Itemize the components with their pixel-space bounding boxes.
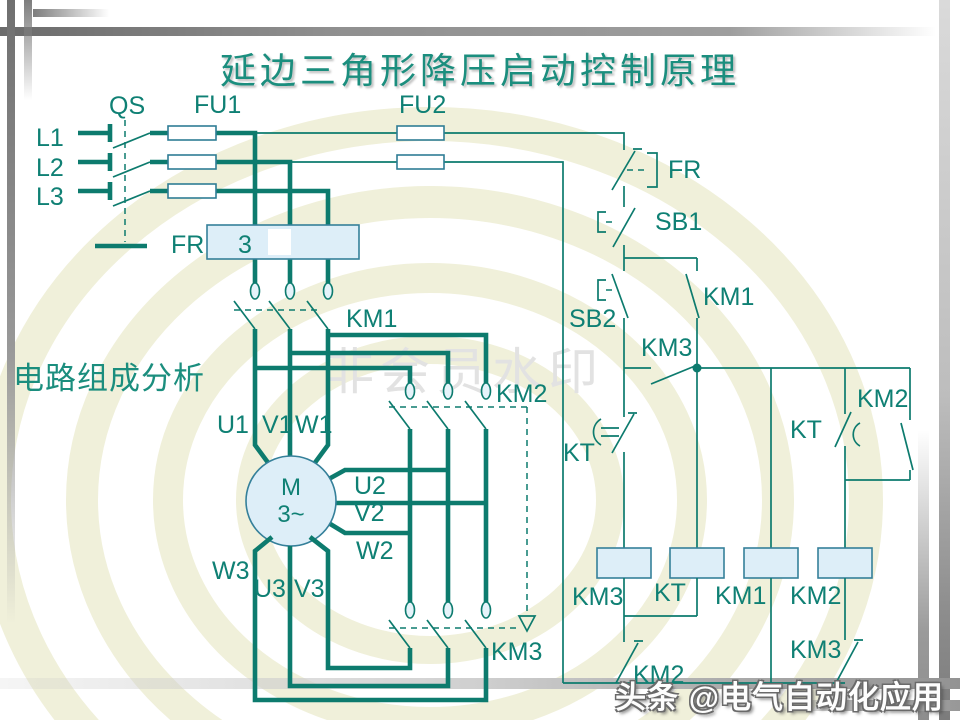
label-fr-ctrl: FR	[668, 156, 701, 184]
coil-km1-icon	[743, 547, 799, 579]
supply-terminals-icon	[78, 124, 113, 200]
label-l3: L3	[36, 183, 64, 211]
label-sb1: SB1	[655, 208, 702, 236]
label-l1: L1	[36, 124, 64, 152]
label-qs: QS	[109, 92, 145, 120]
label-fu2: FU2	[399, 91, 446, 119]
coil-kt-icon	[669, 547, 725, 579]
label-l2: L2	[36, 154, 64, 182]
label-km3-main: KM3	[491, 638, 542, 666]
kt-delayed-no-contact-icon	[834, 368, 861, 548]
label-v3: V3	[294, 575, 325, 603]
label-coil-km2: KM2	[790, 582, 841, 610]
km1-self-hold-contact-icon	[685, 258, 700, 368]
km2-interlock-contact-icon	[615, 640, 643, 684]
coil-km3-icon	[596, 547, 652, 579]
label-coil-kt: KT	[654, 579, 686, 607]
label-kt-right: KT	[790, 416, 822, 444]
sb2-start-button-icon	[597, 258, 629, 368]
label-v1: V1	[262, 411, 293, 439]
label-w1: W1	[295, 411, 333, 439]
page-title: 延边三角形降压启动控制原理	[219, 51, 740, 91]
km1-main-contacts-icon	[233, 282, 334, 330]
km3-nc-contact-icon	[624, 363, 910, 385]
km3-interlock-contact-icon	[836, 578, 863, 682]
fu2-fuse-icons	[396, 125, 445, 170]
fu1-fuse-icons	[167, 125, 217, 199]
label-kt-left: KT	[563, 439, 595, 467]
label-sb2: SB2	[569, 305, 616, 333]
label-km1-aux: KM1	[703, 283, 754, 311]
label-fr-main: FR	[171, 231, 204, 259]
label-km3-nc: KM3	[641, 334, 692, 362]
km3-main-contacts-icon	[388, 601, 537, 649]
coil-km2-icon	[817, 547, 873, 579]
km2-aux-contact-icon	[845, 368, 914, 481]
label-w3: W3	[212, 557, 250, 585]
kt-delayed-nc-contact-icon	[592, 368, 637, 548]
label-coil-km1: KM1	[715, 582, 766, 610]
section-heading: 电路组成分析	[13, 361, 205, 396]
fr-nc-contact-icon	[611, 148, 658, 207]
circuit-labels: L1 L2 L3 QS FU1 FU2 FR 3 KM1 KM2 KM3 U1 …	[36, 91, 908, 689]
label-km1-main: KM1	[346, 305, 397, 333]
label-u3: U3	[254, 575, 286, 603]
label-km2-aux: KM2	[857, 385, 908, 413]
label-u1: U1	[217, 411, 249, 439]
km2-main-contacts-icon	[388, 382, 528, 614]
label-fr-elements: 3	[238, 231, 252, 259]
label-coil-km3: KM3	[572, 583, 623, 611]
qs-disconnect-switch-icon	[95, 120, 151, 249]
fr-thermal-relay-icon	[206, 224, 360, 260]
label-w2: W2	[356, 537, 394, 565]
label-v2: V2	[354, 499, 385, 527]
label-motor-phases: 3~	[277, 501, 304, 528]
label-motor-m: M	[281, 474, 301, 501]
label-u2: U2	[354, 472, 386, 500]
bottom-watermark-text: 头条 @电气自动化应用	[615, 680, 944, 715]
label-km2-main: KM2	[496, 380, 547, 408]
sb1-stop-button-icon	[597, 207, 636, 258]
label-km3-interlock: KM3	[790, 636, 841, 664]
label-fu1: FU1	[194, 91, 241, 119]
power-circuit	[78, 120, 625, 703]
